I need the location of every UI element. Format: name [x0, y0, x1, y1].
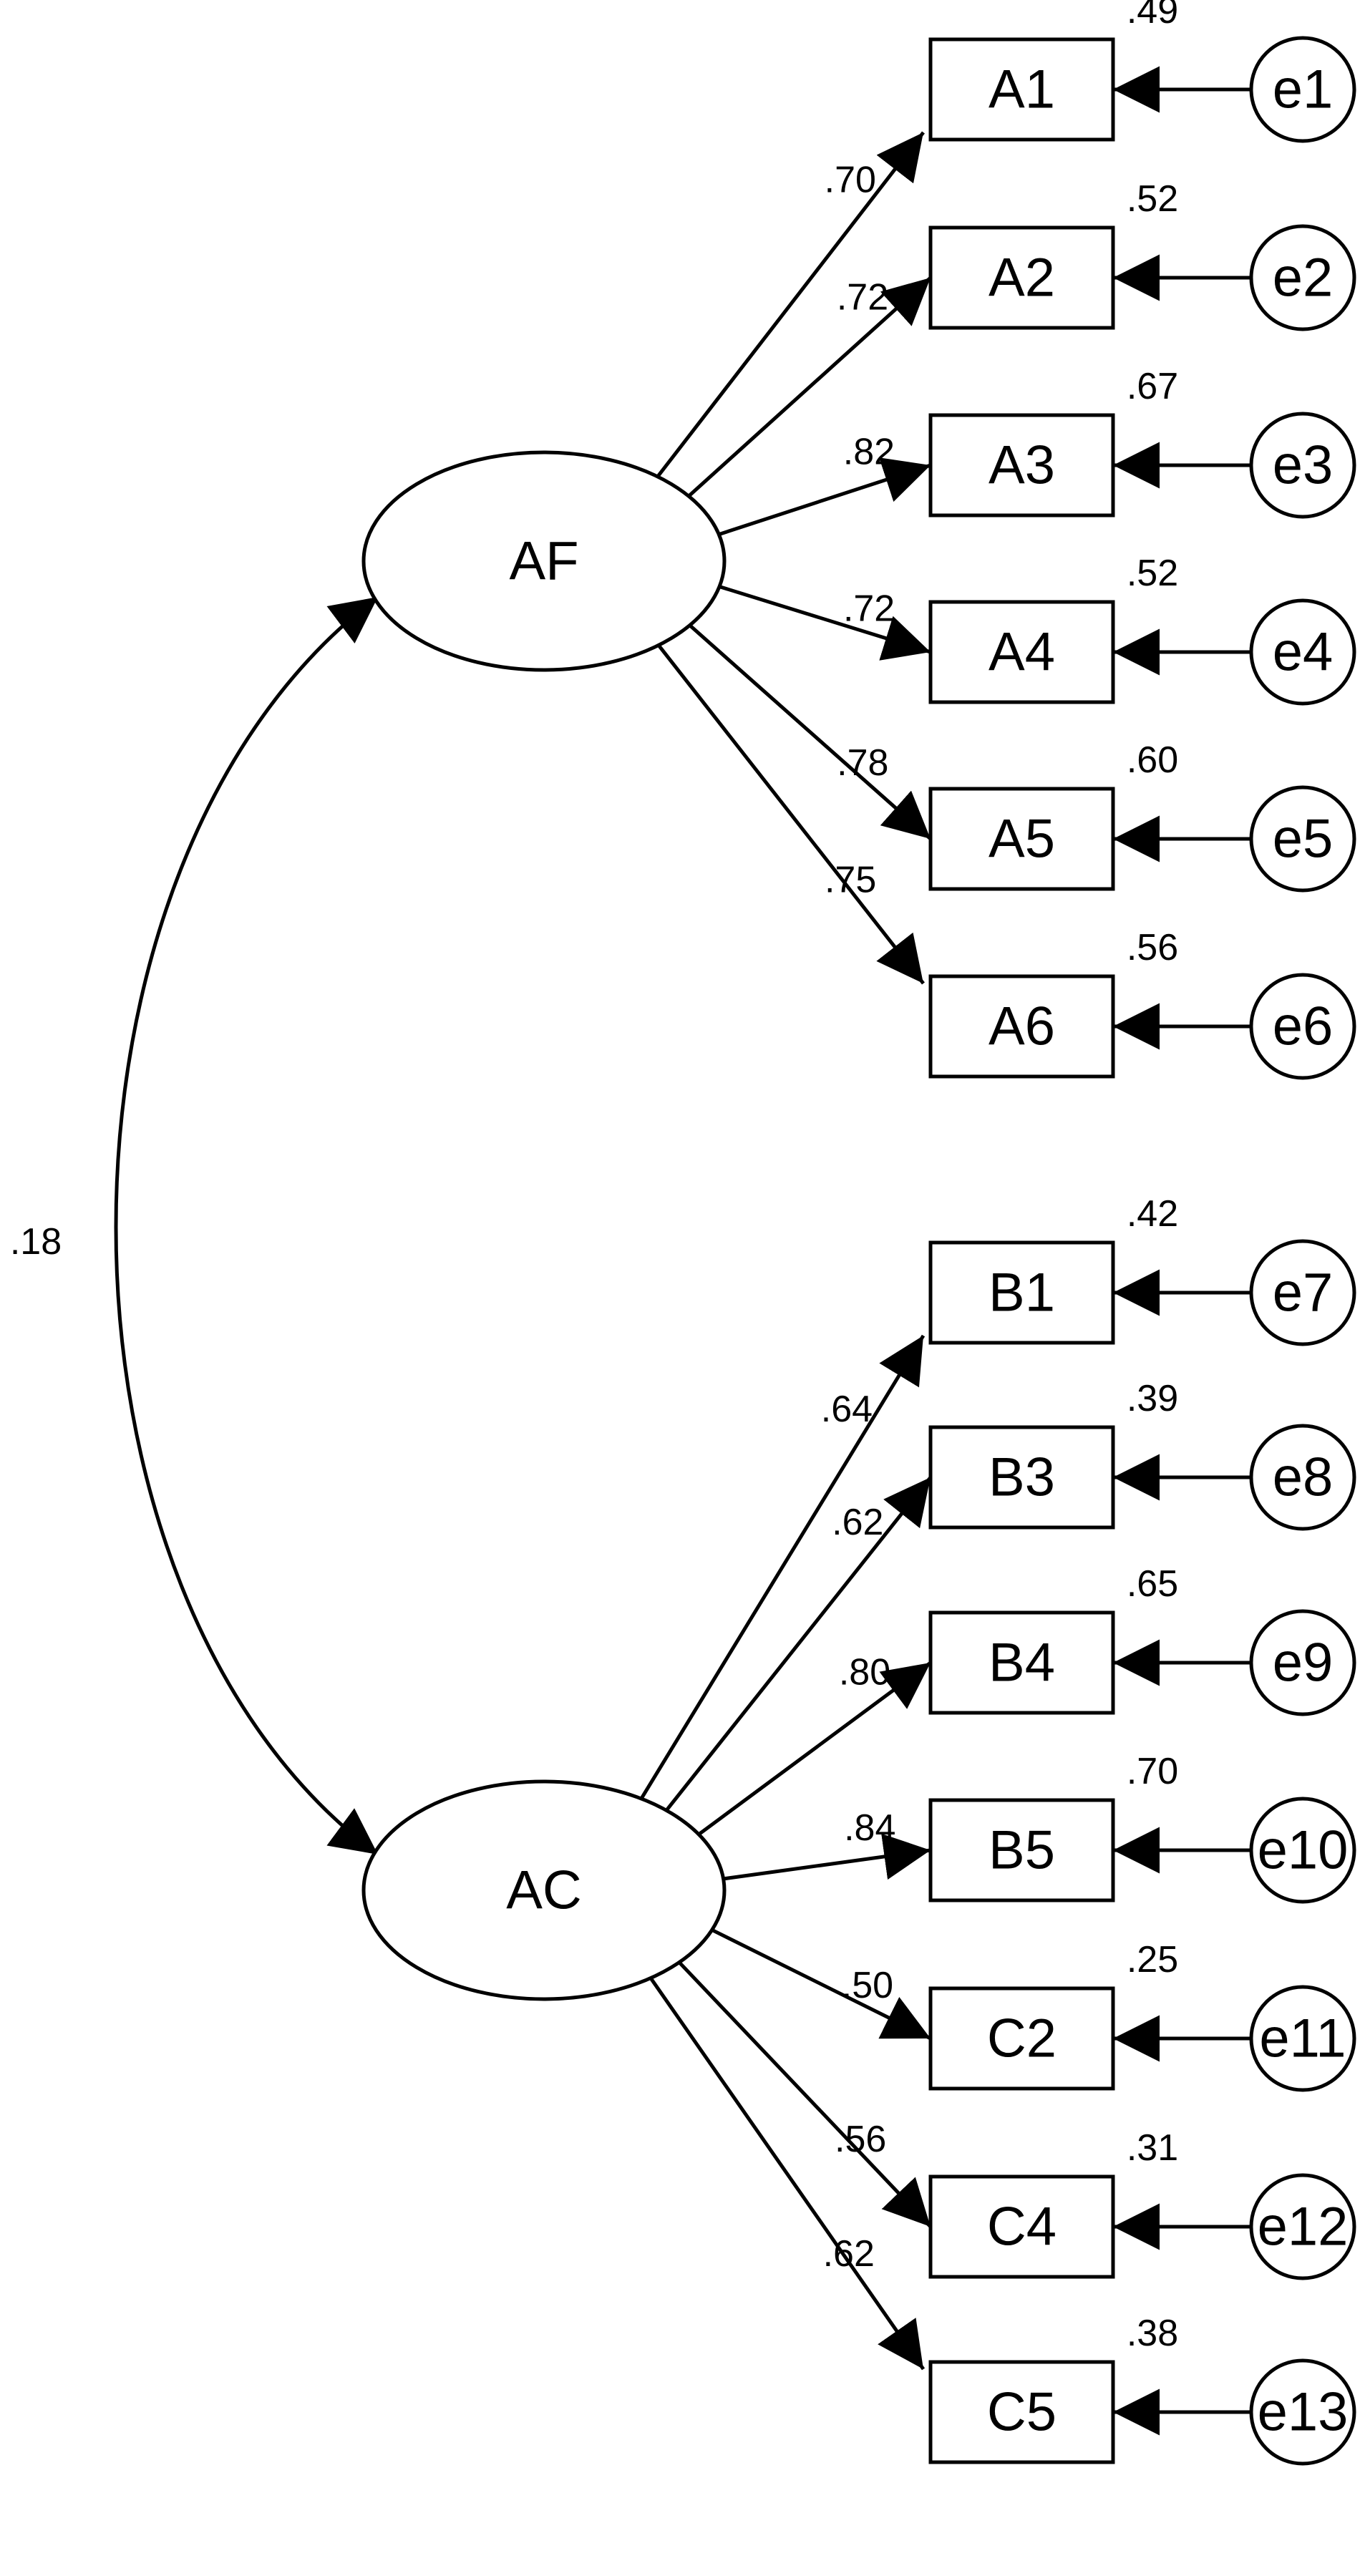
error-term-e1: [1249, 36, 1356, 143]
r-squared-label: .67: [1127, 366, 1178, 407]
error-term-label-e2: e2: [1273, 248, 1334, 308]
error-term-e2: [1249, 224, 1356, 331]
loading-arrow: [715, 583, 931, 661]
error-term-e10: [1249, 1797, 1356, 1904]
error-term-e6: [1249, 973, 1356, 1080]
latent-factor-label-af: AF: [509, 531, 578, 592]
indicator-label-c2: C2: [987, 2008, 1057, 2069]
r-squared-label: .25: [1127, 1939, 1178, 1980]
indicator-label-b5: B5: [989, 1820, 1055, 1881]
indicator-box-c4: [928, 2174, 1115, 2279]
error-term-e5: [1249, 785, 1356, 893]
loading-arrow: [676, 1959, 932, 2228]
error-term-e9: [1249, 1609, 1356, 1716]
loading-arrow: [719, 1833, 931, 1882]
loading-label: .70: [825, 159, 876, 200]
error-term-e4: [1249, 598, 1356, 706]
error-term-e11: [1249, 1985, 1356, 2092]
indicator-box-b3: [928, 1425, 1115, 1530]
r-squared-label: .38: [1127, 2313, 1178, 2354]
indicator-label-a5: A5: [989, 809, 1055, 870]
r-squared-label: .70: [1127, 1751, 1178, 1792]
error-term-e13: [1249, 2358, 1356, 2466]
error-term-label-e1: e1: [1273, 59, 1334, 120]
indicator-label-b3: B3: [989, 1447, 1055, 1508]
loading-arrow: [708, 1927, 932, 2041]
r-squared-label: .65: [1127, 1563, 1178, 1605]
r-squared-label: .49: [1127, 0, 1178, 31]
indicator-label-c5: C5: [987, 2382, 1057, 2443]
latent-factor-label-ac: AC: [506, 1860, 582, 1921]
latent-factor-ac: [361, 1779, 727, 2001]
indicator-label-c4: C4: [987, 2197, 1057, 2257]
error-term-label-e11: e11: [1259, 2008, 1346, 2069]
loading-label: .82: [843, 432, 895, 473]
indicator-box-c2: [928, 1986, 1115, 2091]
loading-label: .80: [839, 1651, 890, 1693]
loading-arrow: [686, 622, 932, 840]
loading-arrow: [685, 276, 932, 500]
indicator-box-a5: [928, 787, 1115, 891]
error-term-label-e10: e10: [1258, 1820, 1349, 1881]
loading-label: .72: [843, 588, 895, 630]
loading-label: .64: [821, 1389, 873, 1430]
loading-arrow: [655, 642, 925, 985]
error-term-label-e12: e12: [1258, 2197, 1349, 2257]
loading-label: .75: [825, 859, 876, 900]
loading-arrow: [714, 457, 931, 538]
indicator-label-a3: A3: [989, 435, 1055, 496]
error-term-label-e9: e9: [1273, 1633, 1334, 1693]
loading-label: .72: [837, 277, 888, 319]
error-term-e7: [1249, 1239, 1356, 1346]
error-term-label-e13: e13: [1258, 2382, 1349, 2443]
error-term-label-e7: e7: [1273, 1263, 1334, 1323]
indicator-label-a1: A1: [989, 59, 1055, 120]
r-squared-label: .56: [1127, 927, 1178, 968]
r-squared-label: .39: [1127, 1378, 1178, 1419]
error-term-label-e3: e3: [1273, 435, 1334, 496]
r-squared-label: .52: [1127, 178, 1178, 220]
indicator-box-b5: [928, 1798, 1115, 1902]
error-term-e3: [1249, 412, 1356, 519]
loading-arrow: [638, 1334, 926, 1802]
error-term-label-e5: e5: [1273, 809, 1334, 870]
correlation-label: .18: [10, 1221, 62, 1263]
indicator-label-a6: A6: [989, 996, 1055, 1057]
indicator-label-b1: B1: [989, 1263, 1055, 1323]
indicator-label-a2: A2: [989, 248, 1055, 308]
latent-factor-af: [361, 450, 727, 672]
indicator-box-a3: [928, 413, 1115, 517]
r-squared-label: .60: [1127, 739, 1178, 781]
indicator-box-a4: [928, 600, 1115, 704]
error-term-label-e6: e6: [1273, 996, 1334, 1057]
loading-label: .84: [844, 1807, 895, 1849]
indicator-box-b4: [928, 1610, 1115, 1715]
error-term-e8: [1249, 1424, 1356, 1531]
loading-label: .62: [832, 1502, 883, 1543]
r-squared-label: .42: [1127, 1193, 1178, 1235]
loading-label: .62: [823, 2233, 875, 2275]
loading-label: .56: [835, 2119, 886, 2160]
indicator-box-b1: [928, 1240, 1115, 1345]
indicator-box-a1: [928, 37, 1115, 142]
indicator-box-a6: [928, 974, 1115, 1079]
indicator-box-a2: [928, 225, 1115, 330]
loading-arrow: [654, 131, 925, 480]
loading-label: .50: [842, 1965, 893, 2006]
loading-arrow: [647, 1975, 926, 2371]
error-term-e12: [1249, 2173, 1356, 2280]
loading-arrow: [663, 1476, 932, 1814]
indicator-label-b4: B4: [989, 1633, 1055, 1693]
loading-arrow: [695, 1661, 932, 1838]
indicator-box-c5: [928, 2360, 1115, 2464]
indicator-label-a4: A4: [989, 622, 1055, 683]
loading-label: .78: [837, 742, 888, 784]
r-squared-label: .52: [1127, 553, 1178, 594]
correlation-arrow: [114, 596, 379, 1857]
error-term-label-e4: e4: [1273, 622, 1334, 683]
r-squared-label: .31: [1127, 2127, 1178, 2169]
error-term-label-e8: e8: [1273, 1447, 1334, 1508]
